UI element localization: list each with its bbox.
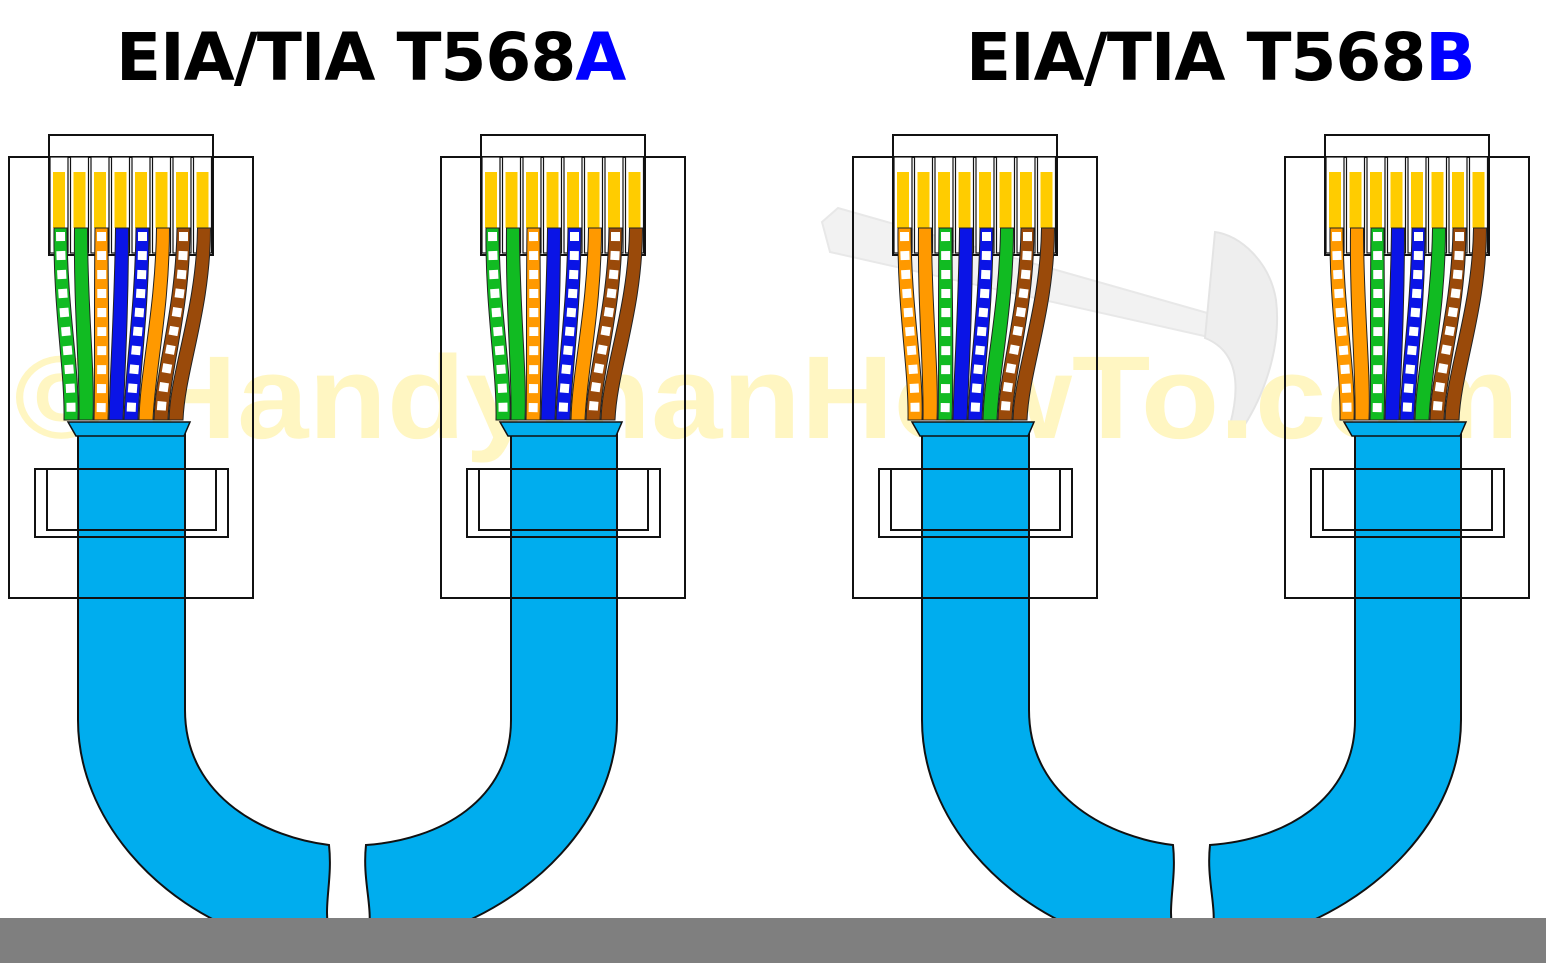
t568b-standard-letter: B — [1425, 19, 1475, 96]
wire-white-stripes — [558, 231, 580, 419]
connector-top-housing — [48, 134, 214, 256]
gold-contact-pin — [608, 172, 620, 228]
jacket-shape — [77, 424, 618, 936]
wire-white-stripes — [1402, 231, 1424, 419]
gold-contact-pin — [587, 172, 600, 228]
gold-contact-pin — [526, 172, 538, 228]
rj45-connector-t568a-right — [440, 134, 686, 599]
wire-pin-4-blue — [108, 227, 130, 421]
gold-contact-pin — [1020, 172, 1032, 228]
gold-contact-pin — [1349, 172, 1362, 228]
jacket-shape — [921, 424, 1462, 936]
wire-white-stripes — [588, 231, 621, 419]
bottom-bar — [0, 918, 1546, 963]
gold-contact-pin — [567, 172, 579, 228]
locking-tab-inner — [1322, 468, 1493, 531]
wire-white-stripes — [126, 231, 148, 419]
wire-white-stripes — [528, 231, 539, 419]
gold-contact-pin — [999, 172, 1012, 228]
gold-contact-pin — [53, 172, 65, 228]
gold-contact-pin — [1431, 172, 1444, 228]
connector-body — [1284, 156, 1530, 599]
gold-contact-pin — [94, 172, 106, 228]
wire-white-stripes — [1372, 231, 1383, 419]
gold-contact-pin — [917, 172, 930, 228]
wire-white-stripes — [900, 231, 920, 419]
rj45-connector-t568b-right — [1284, 134, 1530, 599]
cable-jacket-t568a — [77, 424, 618, 936]
rj45-connector-t568b-left — [852, 134, 1098, 599]
wire-white-stripes — [940, 231, 951, 419]
connector-top-housing — [1324, 134, 1490, 256]
gold-contact-pin — [196, 172, 209, 228]
t568a-title-prefix: EIA/TIA T568 — [116, 19, 576, 96]
crimp-collar — [498, 421, 624, 437]
gold-contact-pin — [546, 172, 559, 228]
cable-jacket-t568b — [921, 424, 1462, 936]
gold-contact-pin — [114, 172, 127, 228]
crimp-collar — [66, 421, 192, 437]
gold-contact-pin — [1390, 172, 1403, 228]
gold-contact-pin — [1329, 172, 1341, 228]
locking-tab-inner — [478, 468, 649, 531]
connector-body — [8, 156, 254, 599]
gold-contact-pin — [1472, 172, 1485, 228]
wire-white-stripes — [1432, 231, 1465, 419]
wire-pin-2-green — [73, 227, 94, 421]
gold-contact-pin — [958, 172, 971, 228]
t568a-standard-letter: A — [575, 19, 626, 96]
connector-top-housing — [892, 134, 1058, 256]
gold-contact-pin — [1411, 172, 1423, 228]
wire-pin-8-brown — [1012, 227, 1056, 421]
wire-pin-8-brown — [600, 227, 644, 421]
hammer-head — [1203, 230, 1278, 434]
crimp-collar — [910, 421, 1036, 437]
rj45-connector-t568a-left — [8, 134, 254, 599]
gold-contact-pin — [1040, 172, 1053, 228]
t568a-title: EIA/TIA T568A — [116, 18, 626, 98]
wire-pin-6-green — [1414, 227, 1447, 421]
locking-tab-inner — [46, 468, 217, 531]
wire-pin-4-blue — [1384, 227, 1406, 421]
wire-pin-8-brown — [1444, 227, 1488, 421]
gold-contact-pin — [897, 172, 909, 228]
wire-white-stripes — [56, 231, 76, 419]
gold-contact-pin — [979, 172, 991, 228]
gold-contact-pin — [1370, 172, 1382, 228]
gold-contact-pin — [73, 172, 86, 228]
wire-white-stripes — [970, 231, 992, 419]
wire-white-stripes — [488, 231, 508, 419]
wire-pin-4-blue — [540, 227, 562, 421]
wire-white-stripes — [156, 231, 189, 419]
gold-contact-pin — [628, 172, 641, 228]
connector-body — [852, 156, 1098, 599]
gold-contact-pin — [155, 172, 168, 228]
t568b-title: EIA/TIA T568B — [966, 18, 1476, 98]
gold-contact-pin — [135, 172, 147, 228]
locking-tab-inner — [890, 468, 1061, 531]
gold-contact-pin — [1452, 172, 1464, 228]
connector-body — [440, 156, 686, 599]
wire-pin-6-orange — [138, 227, 171, 421]
wire-white-stripes — [1000, 231, 1033, 419]
wire-pin-2-orange — [1349, 227, 1370, 421]
wire-pin-8-brown — [168, 227, 212, 421]
gold-contact-pin — [176, 172, 188, 228]
gold-contact-pin — [485, 172, 497, 228]
wire-white-stripes — [1332, 231, 1352, 419]
crimp-collar — [1342, 421, 1468, 437]
wire-pin-6-green — [982, 227, 1015, 421]
wire-white-stripes — [96, 231, 107, 419]
wire-pin-4-blue — [952, 227, 974, 421]
wire-pin-2-green — [505, 227, 526, 421]
gold-contact-pin — [505, 172, 518, 228]
connector-top-housing — [480, 134, 646, 256]
gold-contact-pin — [938, 172, 950, 228]
wire-pin-2-orange — [917, 227, 938, 421]
watermark-text: © HandymanHowTo.com — [14, 332, 1519, 464]
t568b-title-prefix: EIA/TIA T568 — [966, 19, 1426, 96]
wire-pin-6-orange — [570, 227, 603, 421]
